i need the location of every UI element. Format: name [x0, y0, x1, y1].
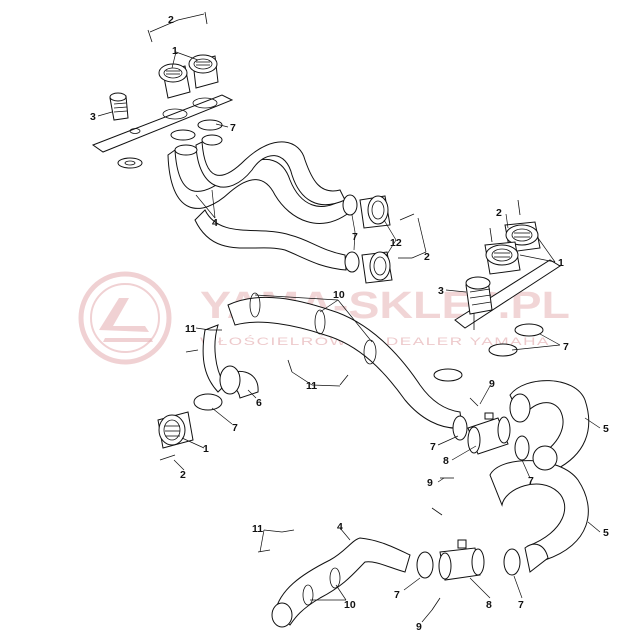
joint-pipe-upper — [467, 412, 511, 455]
callout-3-top: 3 — [90, 111, 96, 123]
callout-7-bottom-right: 7 — [518, 599, 524, 611]
leader-lines — [97, 13, 601, 623]
callout-7-top: 7 — [230, 122, 236, 134]
callout-4-top: 4 — [212, 217, 218, 229]
callout-5-upper: 5 — [603, 423, 609, 435]
callout-6: 6 — [256, 397, 262, 409]
hose-clamp — [452, 415, 468, 441]
joint-pipe-lower — [438, 539, 485, 581]
hose-clamp — [514, 323, 544, 337]
hose-stub — [524, 543, 549, 573]
callout-2-top: 2 — [168, 14, 174, 26]
callout-11-bottom: 11 — [252, 523, 263, 535]
band-marker — [314, 309, 326, 335]
grommet — [433, 368, 463, 382]
callout-3-right: 3 — [438, 285, 444, 297]
vent-cover-pair-right — [484, 221, 541, 275]
callout-4-bottom: 4 — [337, 521, 343, 533]
exhaust-hose-lower — [194, 209, 347, 271]
screw-icon — [339, 374, 349, 386]
screw-icon — [469, 397, 479, 407]
callout-2-right: 2 — [496, 207, 502, 219]
callout-2-left: 2 — [180, 469, 186, 481]
hose-clamp — [193, 393, 223, 411]
exhaust-hose-bottom — [274, 537, 411, 626]
screw-icon — [185, 349, 199, 353]
callout-7-mid: 7 — [352, 231, 358, 243]
callout-9-bottom: 9 — [416, 621, 422, 633]
band-marker — [302, 584, 314, 606]
callout-7-left: 7 — [232, 422, 238, 434]
callout-11-left: 11 — [185, 323, 196, 335]
hose-clamp — [170, 129, 196, 141]
screw-icon — [431, 597, 441, 611]
hose-clamp — [197, 119, 223, 131]
watermark-logo — [78, 271, 172, 365]
callout-2-mid: 2 — [424, 251, 430, 263]
callout-11-mid: 11 — [306, 380, 317, 392]
screw-icon — [431, 507, 443, 516]
callout-12: 12 — [390, 237, 402, 249]
hose-clamp — [344, 251, 360, 273]
drain-fitting-top — [109, 92, 129, 121]
callout-9-mid: 9 — [489, 378, 495, 390]
callout-labels: 1 2 3 7 4 7 12 2 2 1 3 7 10 11 11 6 7 1 … — [90, 14, 609, 633]
callout-8-mid: 8 — [443, 455, 449, 467]
upper-left-assembly — [91, 11, 415, 284]
callout-1-left: 1 — [203, 443, 209, 455]
hose-clamp — [503, 548, 521, 576]
screw-icon — [159, 454, 176, 461]
callout-7-bottom-left: 7 — [394, 589, 400, 601]
callout-1-right: 1 — [558, 257, 564, 269]
screw-icon — [147, 29, 153, 43]
outlet-lower-left — [157, 411, 194, 449]
callout-10-bottom: 10 — [344, 599, 356, 611]
callout-7-right: 7 — [563, 341, 569, 353]
hose-clamp — [488, 343, 518, 357]
screw-icon — [281, 529, 295, 533]
middle-assembly — [157, 292, 530, 461]
right-assembly — [433, 199, 590, 561]
screw-icon — [489, 227, 493, 243]
grommet — [117, 157, 143, 169]
vent-cover-pair-top — [158, 54, 219, 99]
screw-icon — [287, 359, 293, 373]
hose-clamp — [342, 194, 358, 216]
outlet-pair — [359, 195, 393, 284]
gasket-plate-left — [91, 94, 234, 153]
screw-icon — [204, 11, 208, 25]
bottom-assembly — [257, 477, 549, 628]
drain-fitting-right — [465, 276, 493, 330]
screw-icon — [517, 199, 521, 216]
elbow-hose — [202, 324, 226, 393]
callout-8-bottom: 8 — [486, 599, 492, 611]
callout-7-joint-left: 7 — [430, 441, 436, 453]
callout-5-lower: 5 — [603, 527, 609, 539]
band-marker — [329, 567, 341, 589]
callout-1-top: 1 — [172, 45, 178, 57]
callout-10-mid: 10 — [333, 289, 345, 301]
callout-7-joint-right: 7 — [528, 475, 534, 487]
band-marker — [249, 292, 261, 318]
hose-clamp — [416, 551, 434, 579]
callout-9-lower: 9 — [427, 477, 433, 489]
hose-clamp — [514, 435, 530, 461]
